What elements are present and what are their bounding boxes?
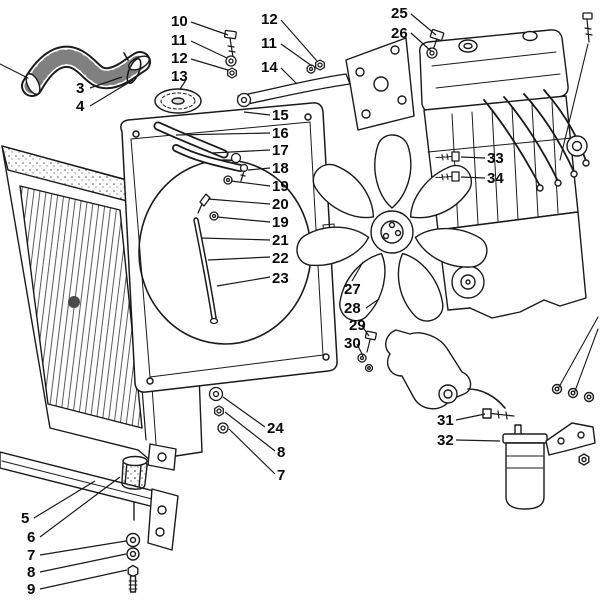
outlet-housing bbox=[385, 329, 472, 410]
upper-hose bbox=[21, 45, 151, 97]
static-leaders bbox=[0, 43, 599, 392]
fan bbox=[296, 134, 488, 322]
crossmember bbox=[0, 451, 179, 593]
support-bracket bbox=[236, 59, 351, 108]
radiator-cap bbox=[154, 88, 202, 114]
fuel-filter bbox=[467, 383, 596, 510]
